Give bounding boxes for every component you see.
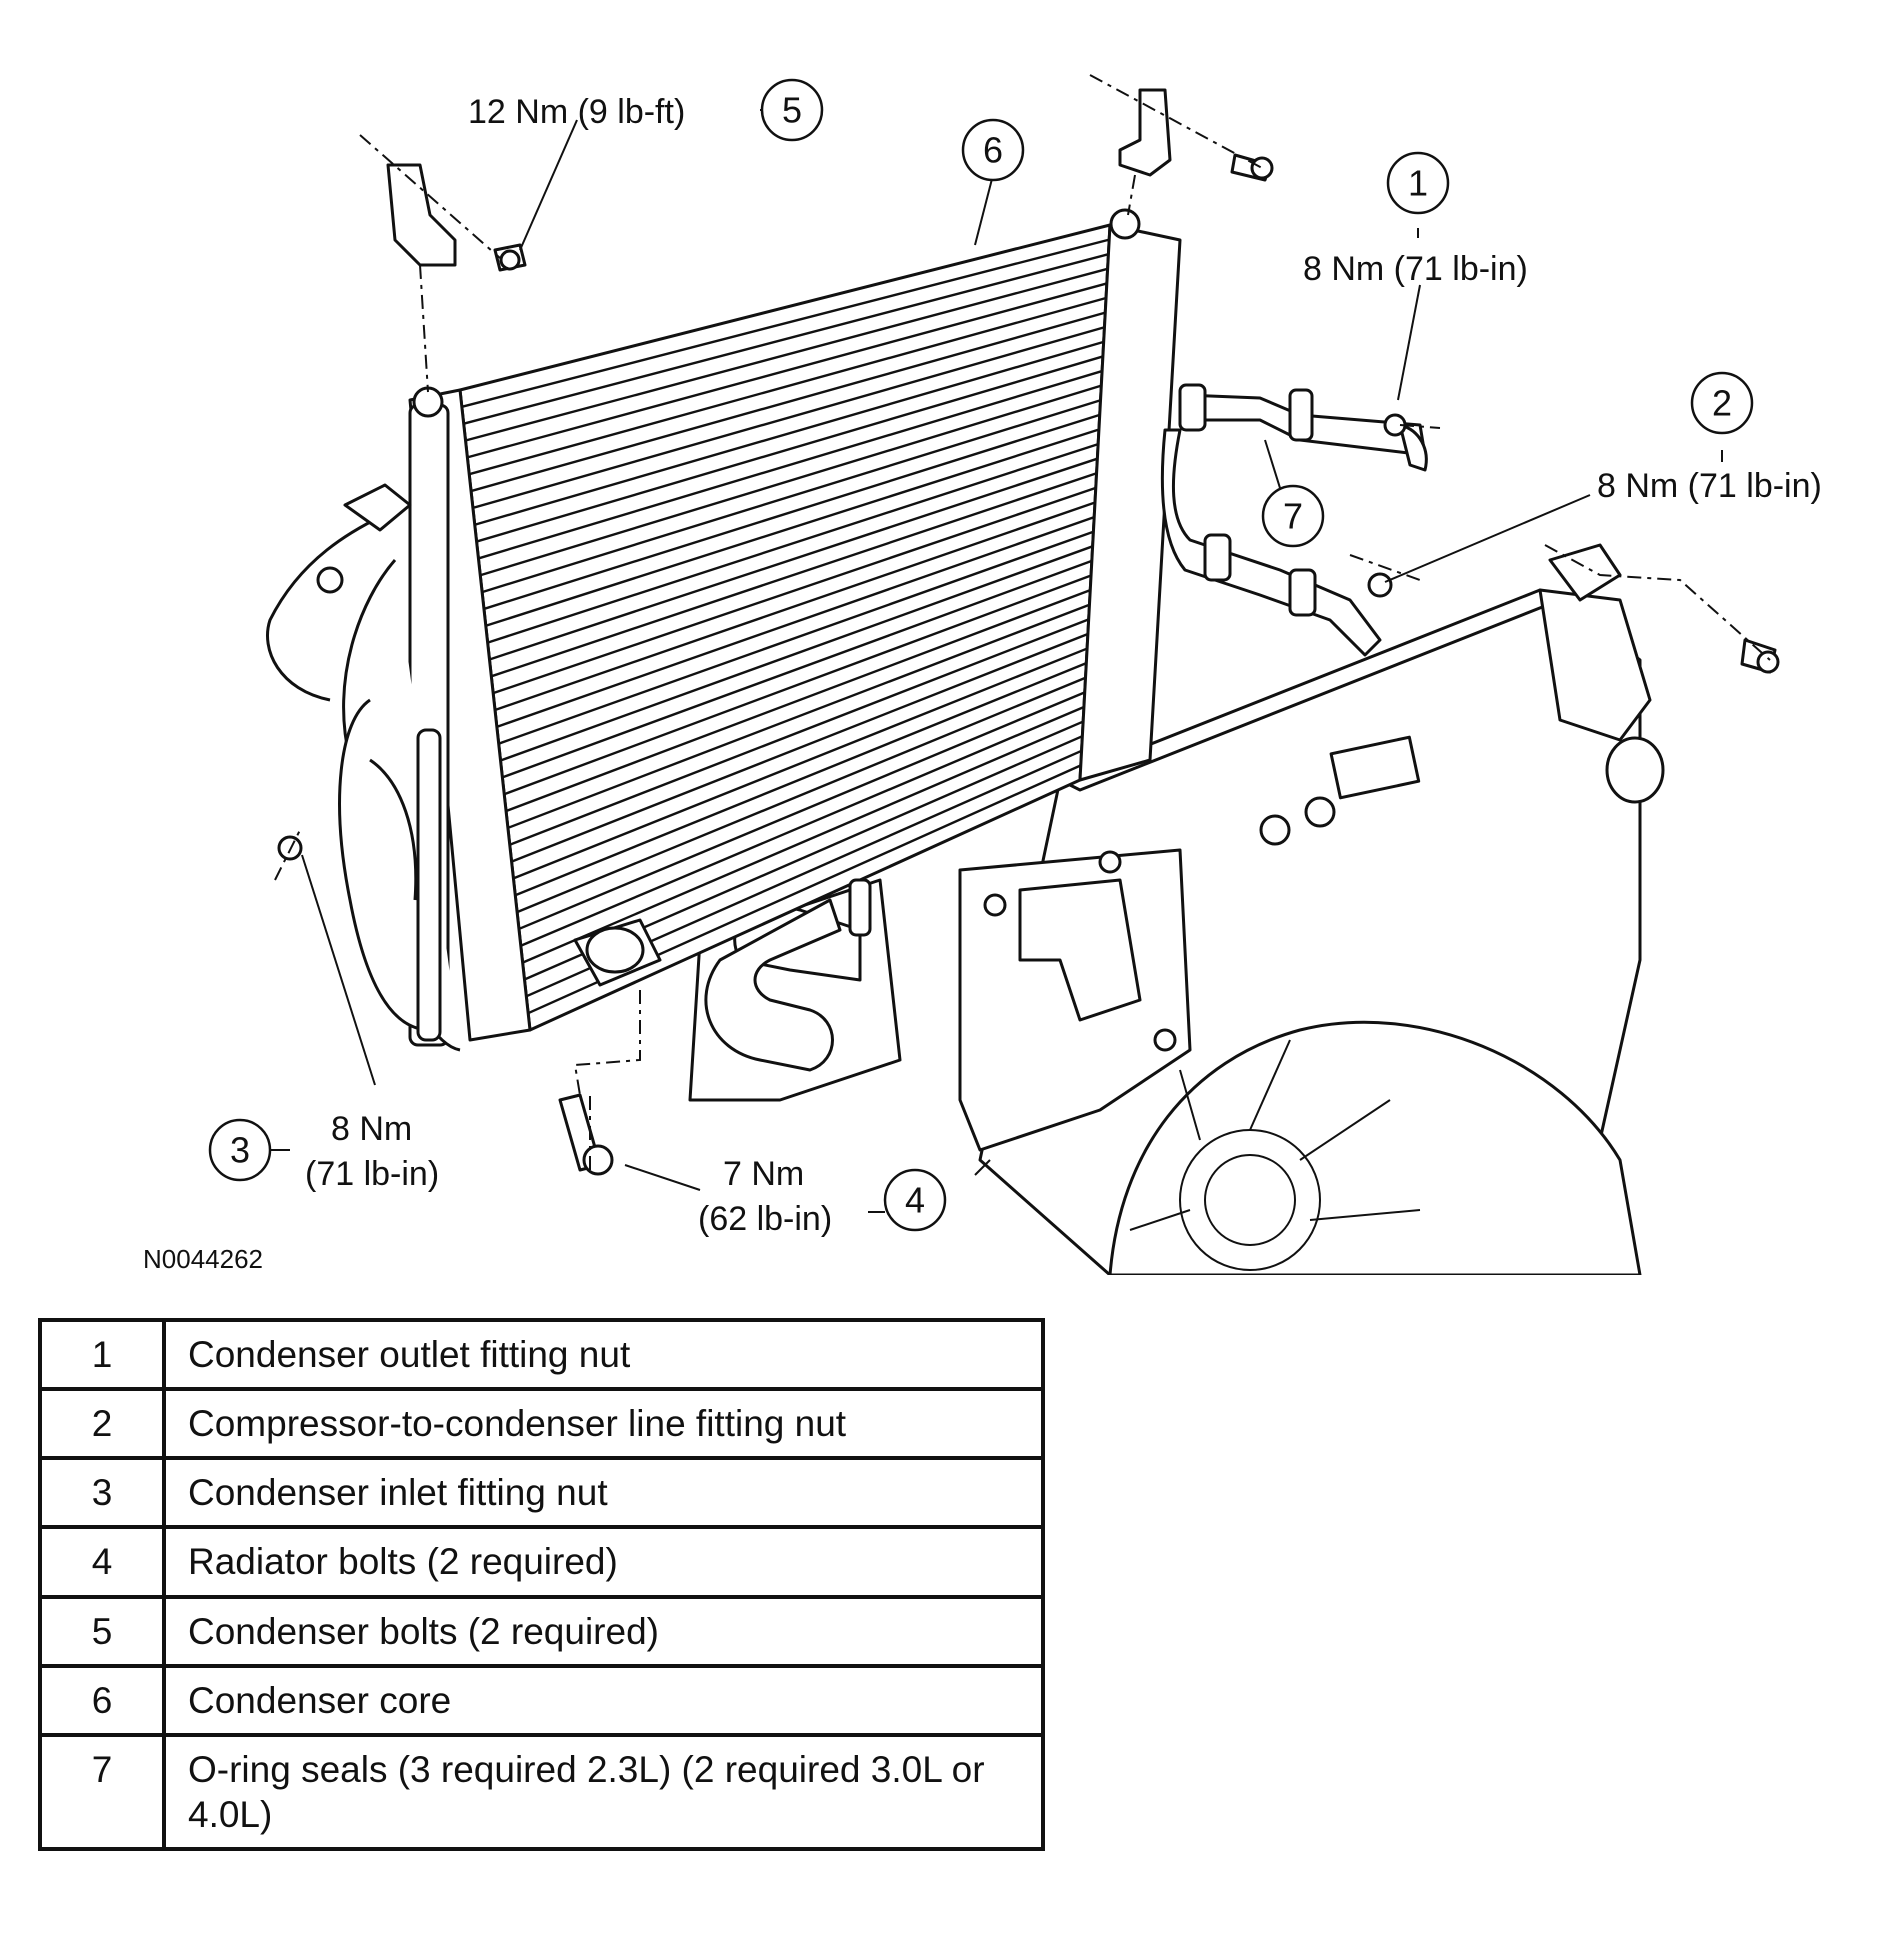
legend-row: 3 Condenser inlet fitting nut	[38, 1456, 1045, 1530]
figure-id: N0044262	[143, 1244, 263, 1274]
svg-text:5: 5	[782, 90, 802, 131]
condenser-fin	[481, 399, 1101, 594]
torque-label-3-line2: (71 lb-in)	[305, 1155, 439, 1193]
upper-hose	[573, 878, 872, 1072]
legend-description: O-ring seals (3 required 2.3L) (2 requir…	[162, 1732, 1045, 1852]
condenser-fin	[467, 282, 1108, 459]
condenser-fin	[518, 691, 1086, 931]
legend-description: Condenser bolts (2 required)	[162, 1594, 1045, 1668]
condenser-lines-right	[1160, 383, 1428, 657]
condenser-fin	[465, 267, 1108, 442]
condenser-fin	[490, 472, 1097, 678]
condenser-fin	[512, 647, 1088, 880]
torque-label-3-line1: 8 Nm	[331, 1110, 412, 1148]
callout-5: 5	[760, 78, 824, 142]
condenser-fin	[468, 296, 1107, 476]
callout-7: 7	[1261, 484, 1325, 548]
condenser-fin	[505, 589, 1091, 813]
legend-description: Compressor-to-condenser line fitting nut	[162, 1387, 1045, 1461]
condenser-fin	[503, 574, 1092, 796]
svg-text:4: 4	[905, 1180, 925, 1221]
condenser-fin	[485, 428, 1100, 627]
condenser-fin	[492, 486, 1097, 695]
condenser-fin	[463, 253, 1109, 425]
condenser-fin	[461, 238, 1110, 409]
callout-6: 6	[961, 118, 1025, 182]
condenser-fin	[478, 369, 1103, 560]
torque-label-1: 8 Nm (71 lb-in)	[1303, 250, 1528, 288]
condenser-fin	[476, 355, 1104, 543]
legend-description: Condenser inlet fitting nut	[162, 1456, 1045, 1530]
condenser-fin	[501, 559, 1093, 779]
torque-label-5: 12 Nm (9 lb-ft)	[468, 93, 685, 131]
legend-row: 1 Condenser outlet fitting nut	[38, 1317, 1045, 1392]
leader-lines	[270, 109, 1723, 1213]
condenser-fin	[494, 501, 1096, 712]
condenser-fin	[500, 545, 1094, 762]
condenser-exploded-diagram: 5 6 1 2 7 3 4 12 Nm (9 lb-ft) 8 Nm (71 l…	[143, 74, 1822, 1275]
legend-number: 5	[38, 1594, 166, 1668]
condenser-fin	[516, 676, 1086, 914]
condenser-lines-left	[266, 483, 461, 1052]
legend-row: 2 Compressor-to-condenser line fitting n…	[38, 1387, 1045, 1461]
condenser-fin	[470, 311, 1106, 493]
legend-number: 4	[38, 1525, 166, 1599]
legend-number: 3	[38, 1456, 166, 1530]
condenser-fin	[509, 618, 1090, 846]
legend-description: Radiator bolts (2 required)	[162, 1525, 1045, 1599]
callout-2: 2	[1690, 371, 1754, 435]
condenser-fin	[487, 442, 1099, 644]
legend-number: 7	[38, 1732, 166, 1852]
svg-text:3: 3	[230, 1130, 250, 1171]
legend-description: Condenser core	[162, 1663, 1045, 1737]
condenser-fin	[479, 384, 1102, 577]
torque-label-4-line2: (62 lb-in)	[698, 1200, 832, 1238]
torque-label-4-line1: 7 Nm	[723, 1155, 804, 1193]
condenser-fin	[498, 530, 1094, 745]
legend-body: 1 Condenser outlet fitting nut 2 Compres…	[38, 1317, 1045, 1852]
condenser-fin	[522, 720, 1084, 964]
torque-label-2: 8 Nm (71 lb-in)	[1597, 467, 1822, 505]
callout-1: 1	[1386, 151, 1450, 215]
condenser-fin	[520, 705, 1085, 947]
condenser-fin	[511, 632, 1089, 863]
condenser-fin	[472, 326, 1105, 510]
legend-row: 7 O-ring seals (3 required 2.3L) (2 requ…	[38, 1732, 1045, 1852]
condenser-fin	[483, 413, 1101, 611]
condenser-fin	[496, 515, 1095, 728]
condenser-fin	[489, 457, 1098, 661]
legend-row: 4 Radiator bolts (2 required)	[38, 1525, 1045, 1599]
condenser-fin	[474, 340, 1105, 526]
svg-text:2: 2	[1712, 383, 1732, 424]
condenser-fin	[507, 603, 1090, 830]
legend-row: 6 Condenser core	[38, 1663, 1045, 1737]
legend-number: 1	[38, 1317, 166, 1392]
condenser-core	[408, 208, 1182, 1047]
condenser-mount-brackets	[277, 88, 1780, 1176]
cooling-fan	[1108, 1020, 1642, 1275]
callout-3: 3	[208, 1118, 272, 1182]
legend-number: 2	[38, 1387, 166, 1461]
condenser-fin	[514, 662, 1087, 897]
svg-text:7: 7	[1283, 496, 1303, 537]
callout-4: 4	[883, 1168, 947, 1232]
parts-legend-table: 1 Condenser outlet fitting nut 2 Compres…	[38, 1317, 1045, 1852]
legend-number: 6	[38, 1663, 166, 1737]
svg-text:1: 1	[1408, 163, 1428, 204]
alignment-lines	[274, 74, 1771, 1170]
legend-row: 5 Condenser bolts (2 required)	[38, 1594, 1045, 1668]
svg-text:6: 6	[983, 130, 1003, 171]
legend-description: Condenser outlet fitting nut	[162, 1317, 1045, 1392]
